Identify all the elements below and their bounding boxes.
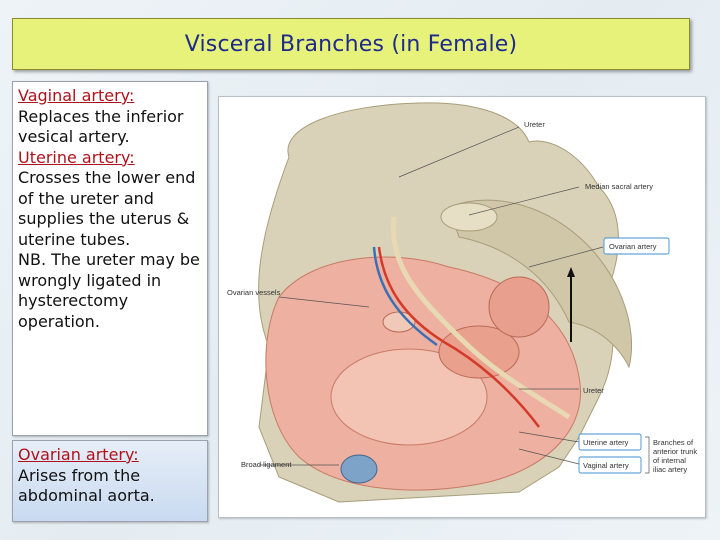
vaginal-artery-label-box — [578, 456, 642, 474]
rectum — [488, 276, 550, 338]
label-branches-1: Branches of — [653, 438, 694, 447]
leader-lines — [259, 126, 604, 466]
vertebra — [440, 202, 498, 232]
text-box-ovarian: Ovarian artery: Arises from the abdomina… — [12, 440, 208, 522]
ovarian-artery-heading: Ovarian artery: — [18, 445, 139, 464]
label-branches-4: iliac artery — [653, 465, 687, 474]
nb-text: NB. The ureter may be wrongly ligated in… — [18, 250, 200, 331]
uterine-artery-text: Crosses the lower end of the ureter and … — [18, 168, 196, 249]
uterine-artery-heading: Uterine artery: — [18, 147, 135, 167]
artery-vessel — [377, 246, 540, 428]
label-ovarian-artery: Ovarian artery — [609, 242, 657, 251]
label-median-sacral: Median sacral artery — [585, 182, 653, 191]
vein-vessel — [372, 246, 438, 347]
slide-title: Visceral Branches (in Female) — [184, 31, 518, 57]
label-ureter-top: Ureter — [524, 120, 545, 129]
broad-ligament-cut — [340, 454, 378, 484]
text-box-vaginal-uterine: Vaginal artery: Replaces the inferior ve… — [12, 81, 208, 436]
ovarian-artery-text: Arises from the abdominal aorta. — [18, 465, 155, 506]
ureter-path — [390, 216, 571, 420]
pelvis-illustration: Ureter Median sacral artery Ovarian arte… — [227, 102, 697, 503]
label-vaginal-artery: Vaginal artery — [583, 461, 629, 470]
vaginal-artery-text: Replaces the inferior vesical artery. — [18, 106, 184, 147]
slide-title-box: Visceral Branches (in Female) — [12, 18, 690, 70]
label-ovarian-vessels: Ovarian vessels — [227, 288, 281, 297]
label-ureter-right: Ureter — [583, 386, 604, 395]
branches-bracket — [645, 436, 650, 474]
label-branches-3: of internal — [653, 456, 686, 465]
anatomy-figure: Ureter Median sacral artery Ovarian arte… — [218, 96, 706, 518]
bladder — [330, 348, 488, 446]
sacrum — [448, 199, 633, 369]
indicator-arrow — [567, 267, 575, 277]
label-branches-2: anterior trunk — [653, 447, 697, 456]
ovarian-artery-label-box — [603, 237, 670, 255]
label-uterine-artery: Uterine artery — [583, 438, 629, 447]
label-broad-ligament: Broad ligament — [241, 460, 292, 469]
vaginal-artery-heading: Vaginal artery: — [18, 86, 135, 105]
uterine-artery-label-box — [578, 433, 642, 451]
